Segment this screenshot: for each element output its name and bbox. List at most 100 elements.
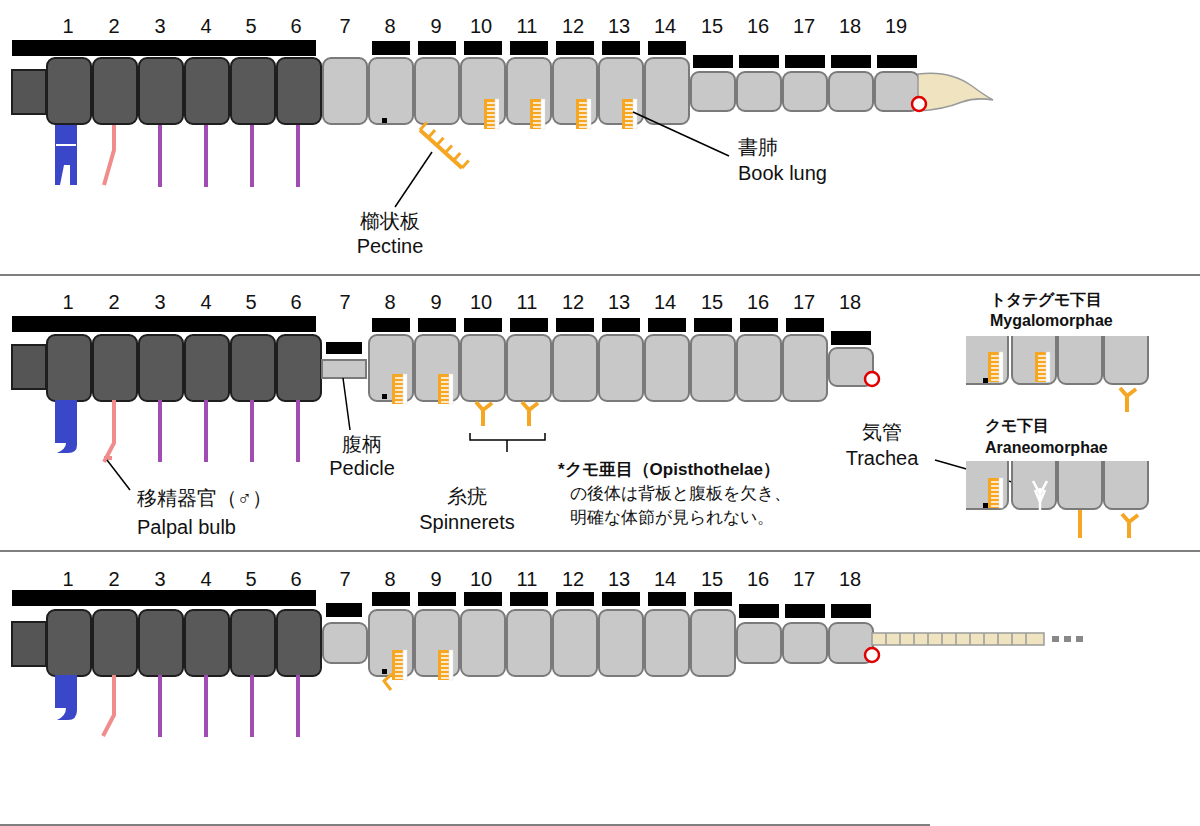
separator-line <box>0 824 930 826</box>
scorpion-body <box>12 40 993 207</box>
opisthosoma-segment <box>966 336 1008 384</box>
pectine-teeth <box>420 123 469 168</box>
tergite-bar <box>831 55 871 68</box>
anus-marker <box>912 97 926 111</box>
pedipalp <box>104 400 114 462</box>
genital-opening <box>983 503 988 508</box>
separator-line <box>0 550 1200 552</box>
head-block <box>12 70 46 114</box>
tergite-bar <box>510 592 548 606</box>
tergite-bar <box>602 41 640 55</box>
tergite-bar <box>556 318 594 332</box>
continuation-dot <box>1076 636 1083 642</box>
tergite-bar <box>326 342 362 354</box>
book-lung <box>392 650 407 680</box>
callout-label: 移精器官（♂） <box>137 486 272 510</box>
group-heading: トタテグモ下目 <box>990 290 1102 310</box>
walking-leg <box>298 675 299 737</box>
group-heading: Mygalomorphae <box>990 311 1113 331</box>
book-lung <box>576 99 591 129</box>
prosoma-segment <box>185 610 229 676</box>
segment-number: 6 <box>176 290 416 314</box>
genital-opening <box>382 394 387 399</box>
stinger <box>918 73 993 111</box>
callout-label: Palpal bulb <box>137 515 236 539</box>
genital-opening <box>382 118 387 123</box>
callout-label: Pectine <box>270 234 510 258</box>
tergite-bar <box>648 41 686 55</box>
segment-number: 7 <box>225 14 465 38</box>
segment-number: 3 <box>40 567 280 591</box>
tergite-bar <box>418 592 456 606</box>
araneomorphae-inset <box>958 445 1148 538</box>
opisthosoma-segment <box>645 610 689 676</box>
pedipalp <box>104 125 114 185</box>
pedipalp <box>103 675 114 736</box>
flagellum-joints <box>886 633 1026 645</box>
segment-number: 2 <box>0 14 234 38</box>
tergite-bar <box>556 41 594 55</box>
tergite-bar <box>648 592 686 606</box>
walking-leg <box>252 400 253 462</box>
walking-leg <box>206 125 207 187</box>
anus-marker <box>865 372 879 386</box>
tail-segment <box>737 72 781 111</box>
opisthosoma-segment <box>1104 461 1148 509</box>
prosoma-segment <box>93 610 137 676</box>
opisthosoma-segment <box>415 58 459 124</box>
segment-number: 6 <box>176 567 416 591</box>
walking-leg <box>206 400 207 462</box>
book-lung <box>438 374 453 404</box>
tergite-bar <box>464 318 502 332</box>
genital-opening <box>983 378 988 383</box>
opisthosoma-segment <box>691 335 735 401</box>
segment-number: 4 <box>86 567 326 591</box>
opisthosoma-segment <box>599 335 643 401</box>
callout-label: Book lung <box>738 161 827 185</box>
callout-label: 腹柄 <box>242 432 482 456</box>
spider-body <box>12 316 1040 490</box>
book-lung <box>484 99 499 129</box>
tergite-bar <box>418 318 456 332</box>
tergite-bar <box>694 592 732 606</box>
prosoma-segment <box>139 335 183 401</box>
walking-leg <box>160 675 161 737</box>
separator-line <box>0 274 1200 276</box>
book-lung <box>622 99 637 129</box>
row-separators <box>0 275 1200 825</box>
opisthosoma-segment <box>461 335 505 401</box>
opisthosoma-segment <box>553 335 597 401</box>
prosoma-segment <box>231 335 275 401</box>
spinneret <box>1078 510 1082 538</box>
callout-label: Pedicle <box>242 456 482 480</box>
segment-number: 7 <box>225 567 465 591</box>
segment-number: 18 <box>730 290 970 314</box>
prosoma-segment <box>277 58 321 124</box>
tergite-bar <box>12 590 316 606</box>
inset-segments <box>966 336 1148 384</box>
segment-number: 5 <box>131 567 371 591</box>
pectine <box>420 130 462 168</box>
group-heading: Araneomorphae <box>985 438 1108 458</box>
spinneret <box>522 402 538 426</box>
tergite-bar <box>602 318 640 332</box>
prosoma-segment <box>185 58 229 124</box>
segment-number: 5 <box>131 14 371 38</box>
prosoma-segment <box>277 335 321 401</box>
tergite-bar <box>739 604 779 618</box>
segment-number: 4 <box>86 290 326 314</box>
tergite-bar <box>510 41 548 55</box>
pedicle <box>322 360 366 378</box>
callout-label: 書肺 <box>738 135 778 159</box>
flagellum <box>872 633 1044 645</box>
prosoma-segment <box>93 335 137 401</box>
segment-number: 3 <box>40 14 280 38</box>
chelicera-joint <box>56 144 76 146</box>
tail-segment <box>829 72 873 111</box>
opisthosoma-segment <box>783 335 827 401</box>
opisthosoma-segment <box>461 610 505 676</box>
walking-leg <box>160 400 161 462</box>
prosoma-segment <box>185 335 229 401</box>
